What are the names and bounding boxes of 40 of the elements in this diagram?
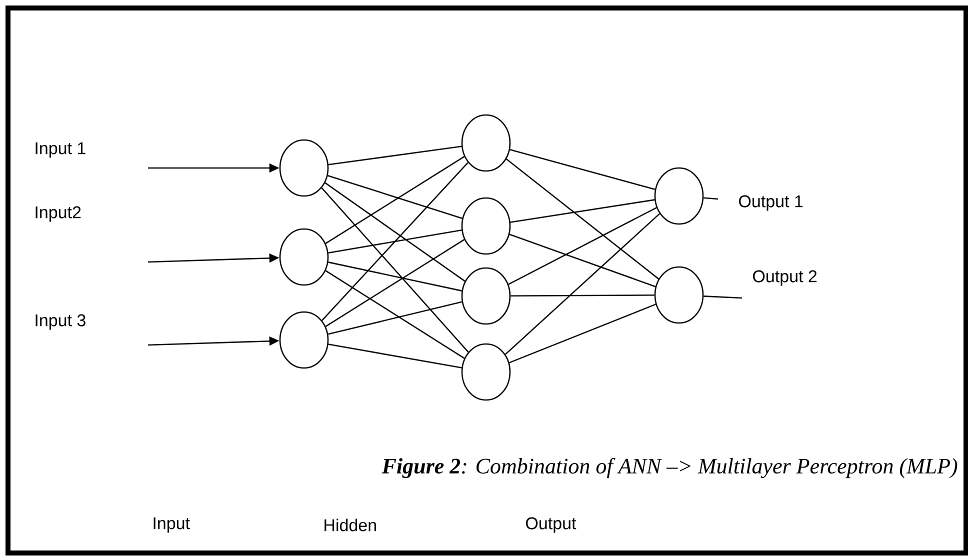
neuron-circle: [461, 267, 511, 325]
layer-label: Output 1: [739, 195, 803, 211]
connection-line: [325, 156, 465, 244]
connection-line: [328, 146, 462, 166]
neuron-circle: [279, 311, 329, 369]
connection-line: [325, 239, 465, 327]
connection-line: [510, 294, 654, 297]
connection-line: [325, 270, 465, 359]
connection-line: [328, 262, 462, 292]
connection-line: [704, 197, 718, 200]
neuron-circle: [279, 228, 329, 286]
layer-label: Input 1: [36, 142, 86, 158]
connection-line: [328, 301, 462, 335]
connection-line: [328, 344, 462, 368]
layer-label: Input 3: [36, 314, 86, 330]
connection-line: [328, 230, 462, 254]
neuron-circle: [461, 197, 511, 255]
connection-line: [508, 207, 657, 285]
connection-line: [322, 162, 468, 321]
connection-line: [324, 182, 466, 282]
layer-label: Hidden: [324, 518, 376, 532]
layer-label: Output 2: [753, 270, 817, 286]
connection-line: [509, 234, 656, 288]
neuron-circle: [461, 343, 511, 401]
connection-line: [510, 148, 656, 190]
neuron-circle: [654, 167, 704, 225]
neuron-circle: [279, 139, 329, 197]
layer-label: Output: [526, 517, 576, 533]
connection-line: [704, 296, 742, 299]
layer-label: Input: [154, 517, 190, 533]
connection-line: [504, 213, 660, 355]
connection-line: [328, 174, 462, 220]
neuron-circle: [654, 266, 704, 324]
neuron-circle: [461, 114, 511, 172]
connection-line: [506, 158, 659, 280]
layer-label: Input2: [36, 206, 81, 222]
connection-line: [509, 304, 656, 364]
connection-line: [321, 187, 469, 353]
caption: Figure 2: Combination of ANN –> Multilayer Perceptron (MLP): [382, 458, 958, 478]
connection-line: [510, 199, 655, 223]
